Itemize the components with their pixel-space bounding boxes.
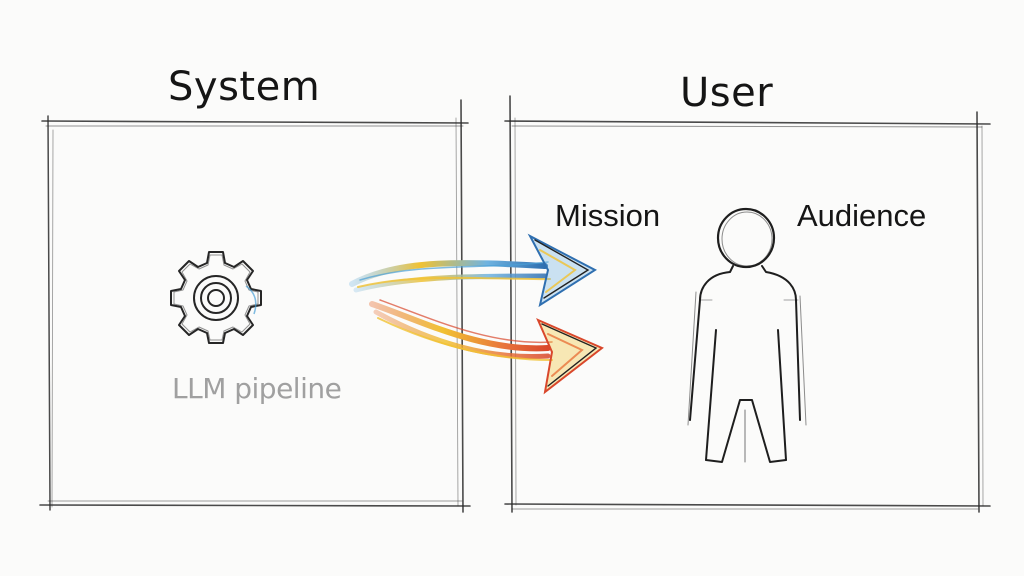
gear-icon (170, 251, 262, 344)
audience-label: Audience (797, 198, 927, 233)
user-title: User (680, 70, 774, 116)
user-panel-frame (504, 95, 991, 513)
llm-pipeline-label: LLM pipeline (172, 372, 342, 405)
mission-label: Mission (555, 198, 661, 233)
arrow-to-user (369, 299, 604, 395)
person-icon (687, 207, 807, 463)
arrow-to-mission (349, 233, 597, 308)
system-title: System (168, 64, 321, 110)
system-panel-frame (39, 99, 471, 513)
